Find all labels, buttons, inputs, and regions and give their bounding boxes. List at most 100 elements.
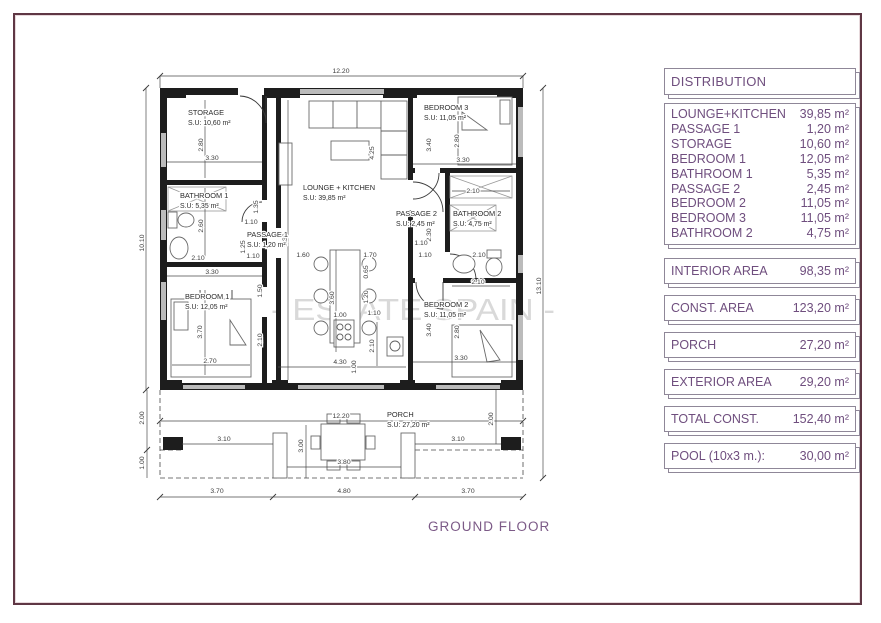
summary-label: INTERIOR AREA <box>671 264 768 279</box>
interior-walls <box>165 95 523 385</box>
dim-porch-r: 3.10 <box>451 436 464 443</box>
label-bedroom3: BEDROOM 3 <box>424 103 468 112</box>
dim-bath2-w: 2.10 <box>472 252 485 259</box>
distribution-panel: DISTRIBUTION LOUNGE+KITCHEN 39,85 m² PAS… <box>664 68 856 480</box>
label-porch-su: S.U: 27,20 m² <box>387 422 430 429</box>
dim-storage-w: 3.30 <box>205 155 218 162</box>
summary-box-interior-area: INTERIOR AREA 98,35 m² <box>664 258 856 285</box>
dim-bed3-w: 3.30 <box>456 157 469 164</box>
plan-title: GROUND FLOOR <box>428 519 550 534</box>
dim-porch-lv: 2.00 <box>139 411 146 424</box>
dim-closet-w: 2.10 <box>466 188 479 195</box>
dim-pass1-b: 1.25 <box>240 240 247 253</box>
lounge-furniture <box>278 100 408 357</box>
room-name: BATHROOM 1 <box>671 166 753 181</box>
label-bathroom2: BATHROOM 2 <box>453 209 501 218</box>
label-bedroom3-su: S.U: 11,05 m² <box>424 115 467 122</box>
label-passage1-su: S.U: 1,20 m² <box>247 242 286 249</box>
label-storage-su: S.U: 10,60 m² <box>188 120 231 127</box>
room-name: LOUNGE+KITCHEN <box>671 107 786 121</box>
room-area-row: PASSAGE 1 1,20 m² <box>671 122 849 137</box>
dim-k-c: 0.65 <box>363 265 370 278</box>
dim-bed3-a: 3.40 <box>426 138 433 151</box>
dim-pass2-h: 2.30 <box>426 228 433 241</box>
room-name: PASSAGE 2 <box>671 181 741 196</box>
room-area-row: LOUNGE+KITCHEN 39,85 m² <box>671 107 849 122</box>
room-area-row: STORAGE 10,60 m² <box>671 137 849 152</box>
room-area-row: BATHROOM 2 4,75 m² <box>671 226 849 241</box>
dim-k-g: 2.10 <box>369 339 376 352</box>
dim-porch-t: 3.80 <box>337 459 350 466</box>
dim-k-f: 1.10 <box>367 310 380 317</box>
summary-value: 27,20 m² <box>799 338 849 353</box>
dim-bed2-h: 2.80 <box>454 325 461 338</box>
dim-storage-h: 2.80 <box>198 138 205 151</box>
porch-furniture <box>163 413 521 479</box>
label-porch: PORCH <box>387 410 414 419</box>
dim-table-l: 3.60 <box>329 291 336 304</box>
dimension-lines <box>142 72 547 501</box>
label-passage2-su: S.U: 2,45 m² <box>396 221 435 228</box>
dim-porch-l: 3.10 <box>217 436 230 443</box>
dim-k-b: 1.10 <box>418 252 431 259</box>
summary-label: POOL (10x3 m.): <box>671 449 766 464</box>
room-area-row: BATHROOM 1 5,35 m² <box>671 167 849 182</box>
dim-porch-lv2: 1.00 <box>139 456 146 469</box>
dim-k-h: 4.30 <box>333 359 346 366</box>
room-name: BEDROOM 1 <box>671 151 747 166</box>
label-bathroom2-su: S.U: 4,75 m² <box>453 221 492 228</box>
label-bathroom1-su: S.U: 5,35 m² <box>180 203 219 210</box>
dim-k-e: 1.00 <box>333 312 346 319</box>
label-lounge-kitchen: LOUNGE + KITCHEN <box>303 183 375 192</box>
dim-pass2-w: 1.10 <box>414 240 427 247</box>
summary-box-exterior-area: EXTERIOR AREA 29,20 m² <box>664 369 856 396</box>
room-area-row: BEDROOM 1 12,05 m² <box>671 152 849 167</box>
room-area-row: BEDROOM 2 11,05 m² <box>671 196 849 211</box>
distribution-title: DISTRIBUTION <box>671 74 767 89</box>
dim-bath1-w: 2.10 <box>191 255 204 262</box>
room-name: STORAGE <box>671 136 732 151</box>
dimension-labels: 12.20 10.10 13.10 2.80 3.30 2.60 2.10 1.… <box>138 67 544 496</box>
dim-lounge-a: 1.60 <box>296 252 309 259</box>
summary-value: 30,00 m² <box>799 449 849 464</box>
label-bedroom1: BEDROOM 1 <box>185 292 229 301</box>
room-area: 10,60 m² <box>799 136 849 151</box>
distribution-header-box: DISTRIBUTION <box>664 68 856 95</box>
room-area-row: BEDROOM 3 11,05 m² <box>671 211 849 226</box>
summary-label: CONST. AREA <box>671 301 754 316</box>
dim-sofa-h: 4.25 <box>369 146 376 159</box>
dim-bed1-w: 2.70 <box>203 358 216 365</box>
label-lounge-kitchen-su: S.U: 39,85 m² <box>303 195 346 202</box>
label-bedroom2: BEDROOM 2 <box>424 300 468 309</box>
summary-value: 152,40 m² <box>792 412 849 427</box>
room-name: BEDROOM 2 <box>671 196 747 211</box>
dim-bed1-wall: 2.10 <box>257 333 264 346</box>
dim-overall-width: 12.20 <box>332 68 349 75</box>
summary-box-const-area: CONST. AREA 123,20 m² <box>664 295 856 322</box>
dim-bed1-door: 1.50 <box>257 284 264 297</box>
room-area: 11,05 m² <box>800 211 849 226</box>
summary-box-pool: POOL (10x3 m.): 30,00 m² <box>664 443 856 470</box>
summary-label: PORCH <box>671 338 717 353</box>
room-labels: STORAGE S.U: 10,60 m² BATHROOM 1 S.U: 5,… <box>179 102 503 430</box>
dim-bed2-a: 3.40 <box>426 323 433 336</box>
room-area: 11,05 m² <box>800 196 849 211</box>
windows <box>161 89 523 389</box>
dim-bed3-h: 2.80 <box>454 134 461 147</box>
dim-porch-rv: 2.00 <box>488 412 495 425</box>
room-area: 12,05 m² <box>799 151 849 166</box>
dim-left-height: 10.10 <box>139 234 146 251</box>
dim-bed1-top: 3.30 <box>205 269 218 276</box>
dim-porch-h: 3.00 <box>298 439 305 452</box>
dim-lounge-h: 9.30 <box>282 233 289 246</box>
dim-bath2-b: 2.10 <box>471 279 484 286</box>
dim-k-i: 1.00 <box>351 360 358 373</box>
room-name: BEDROOM 3 <box>671 211 747 226</box>
dim-k-d: 1.20 <box>363 290 370 303</box>
room-area: 2,45 m² <box>806 181 849 196</box>
bedroom2-furniture <box>451 324 513 378</box>
room-area: 39,85 m² <box>799 107 849 121</box>
bathroom1-fixtures <box>167 186 227 260</box>
dim-k-a: 1.70 <box>363 252 376 259</box>
